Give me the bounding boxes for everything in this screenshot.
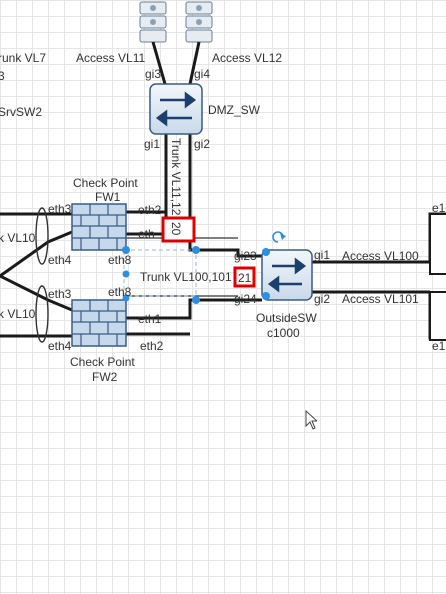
trunk-outside-badge-value: 21 bbox=[238, 271, 252, 285]
label-trunk-outside: Trunk VL100,101 bbox=[140, 270, 232, 284]
switch-arrows-icon bbox=[267, 257, 307, 293]
handle bbox=[122, 246, 130, 254]
dmz-switch[interactable] bbox=[149, 83, 203, 135]
link-fw2-to-outside bbox=[126, 298, 262, 320]
handle bbox=[192, 246, 200, 254]
server-icon-left[interactable] bbox=[139, 1, 167, 43]
link-fw1-eth2 bbox=[126, 210, 168, 218]
right-device-top[interactable] bbox=[429, 213, 446, 275]
port-out-gi24: gi24 bbox=[234, 292, 257, 306]
trunk-outside-badge-box[interactable] bbox=[233, 266, 256, 288]
label-dmz-switch: DMZ_SW bbox=[208, 103, 261, 117]
label-access-vl12: Access VL12 bbox=[212, 51, 282, 65]
label-fw2-line2: FW2 bbox=[92, 370, 118, 384]
port-dmz-gi2: gi2 bbox=[194, 137, 210, 151]
port-right-e1-top: e1 bbox=[432, 201, 446, 215]
label-outside-switch-line2: c1000 bbox=[267, 326, 300, 340]
left-vl10-bottom: k VL10 bbox=[0, 307, 36, 321]
handle bbox=[262, 292, 270, 300]
selection-handles[interactable] bbox=[122, 246, 270, 304]
link-access-vl12 bbox=[188, 41, 201, 85]
trunk-dmz-badge-box[interactable] bbox=[161, 216, 196, 243]
handle bbox=[262, 248, 270, 256]
label-outside-switch-line1: OutsideSW bbox=[256, 311, 317, 325]
right-device-bottom[interactable] bbox=[429, 291, 446, 341]
label-access-vl100: Access VL100 bbox=[342, 249, 419, 263]
label-fw2-line1: Check Point bbox=[70, 355, 135, 369]
label-access-vl11: Access VL11 bbox=[76, 51, 145, 65]
link-group-ellipse-bottom bbox=[35, 285, 49, 343]
mouse-pointer-icon bbox=[305, 410, 317, 430]
trunk-dmz-badge-value: 20 bbox=[169, 222, 183, 236]
firewall-fw2[interactable] bbox=[71, 299, 127, 347]
link-access-vl11 bbox=[151, 41, 167, 85]
label-trunk-vl7-sub: 3 bbox=[0, 69, 5, 83]
port-fw1-eth3: eth3 bbox=[48, 202, 72, 216]
link-group-ellipse-top bbox=[35, 207, 49, 265]
port-out-gi23: gi23 bbox=[234, 249, 257, 263]
label-fw1-line1: Check Point bbox=[73, 176, 138, 190]
port-dmz-gi4: gi4 bbox=[194, 67, 210, 81]
label-trunk-vl7: runk VL7 bbox=[0, 51, 46, 65]
label-left-srv-switch: SrvSW2 bbox=[0, 105, 42, 119]
label-trunk-dmz: Trunk VL11,12 bbox=[169, 138, 183, 216]
handle bbox=[192, 296, 200, 304]
port-fw2-eth2: eth2 bbox=[140, 339, 164, 353]
port-fw1-eth4: eth4 bbox=[48, 253, 72, 267]
port-out-gi1: gi1 bbox=[314, 248, 330, 262]
port-out-gi2: gi2 bbox=[314, 292, 330, 306]
port-fw2-eth4: eth4 bbox=[48, 339, 72, 353]
firewall-fw1[interactable] bbox=[71, 203, 127, 251]
label-fw1-line2: FW1 bbox=[95, 190, 121, 204]
port-fw2-eth1: eth1 bbox=[138, 312, 162, 326]
label-access-vl101: Access VL101 bbox=[342, 292, 419, 306]
link-left-cross-b bbox=[0, 274, 73, 312]
left-vl10-top: k VL10 bbox=[0, 231, 36, 245]
port-fw2-eth8: eth8 bbox=[108, 285, 132, 299]
handle bbox=[122, 294, 130, 302]
port-fw1-eth8: eth8 bbox=[108, 253, 132, 267]
rotate-handle-icon[interactable] bbox=[272, 231, 286, 243]
port-dmz-gi1: gi1 bbox=[144, 137, 160, 151]
port-fw2-eth3: eth3 bbox=[48, 287, 72, 301]
thin-links bbox=[126, 237, 238, 297]
port-fw1-eth1: eth bbox=[138, 227, 155, 241]
link-fw1-to-outside bbox=[188, 232, 262, 258]
switch-arrows-icon bbox=[155, 91, 197, 127]
port-right-e1-bottom: e1 bbox=[432, 339, 446, 353]
port-dmz-gi3: gi3 bbox=[145, 67, 161, 81]
outside-switch[interactable] bbox=[261, 249, 313, 301]
handle bbox=[122, 270, 130, 278]
port-fw1-eth2: eth2 bbox=[138, 203, 162, 217]
server-icon-right[interactable] bbox=[185, 1, 213, 43]
